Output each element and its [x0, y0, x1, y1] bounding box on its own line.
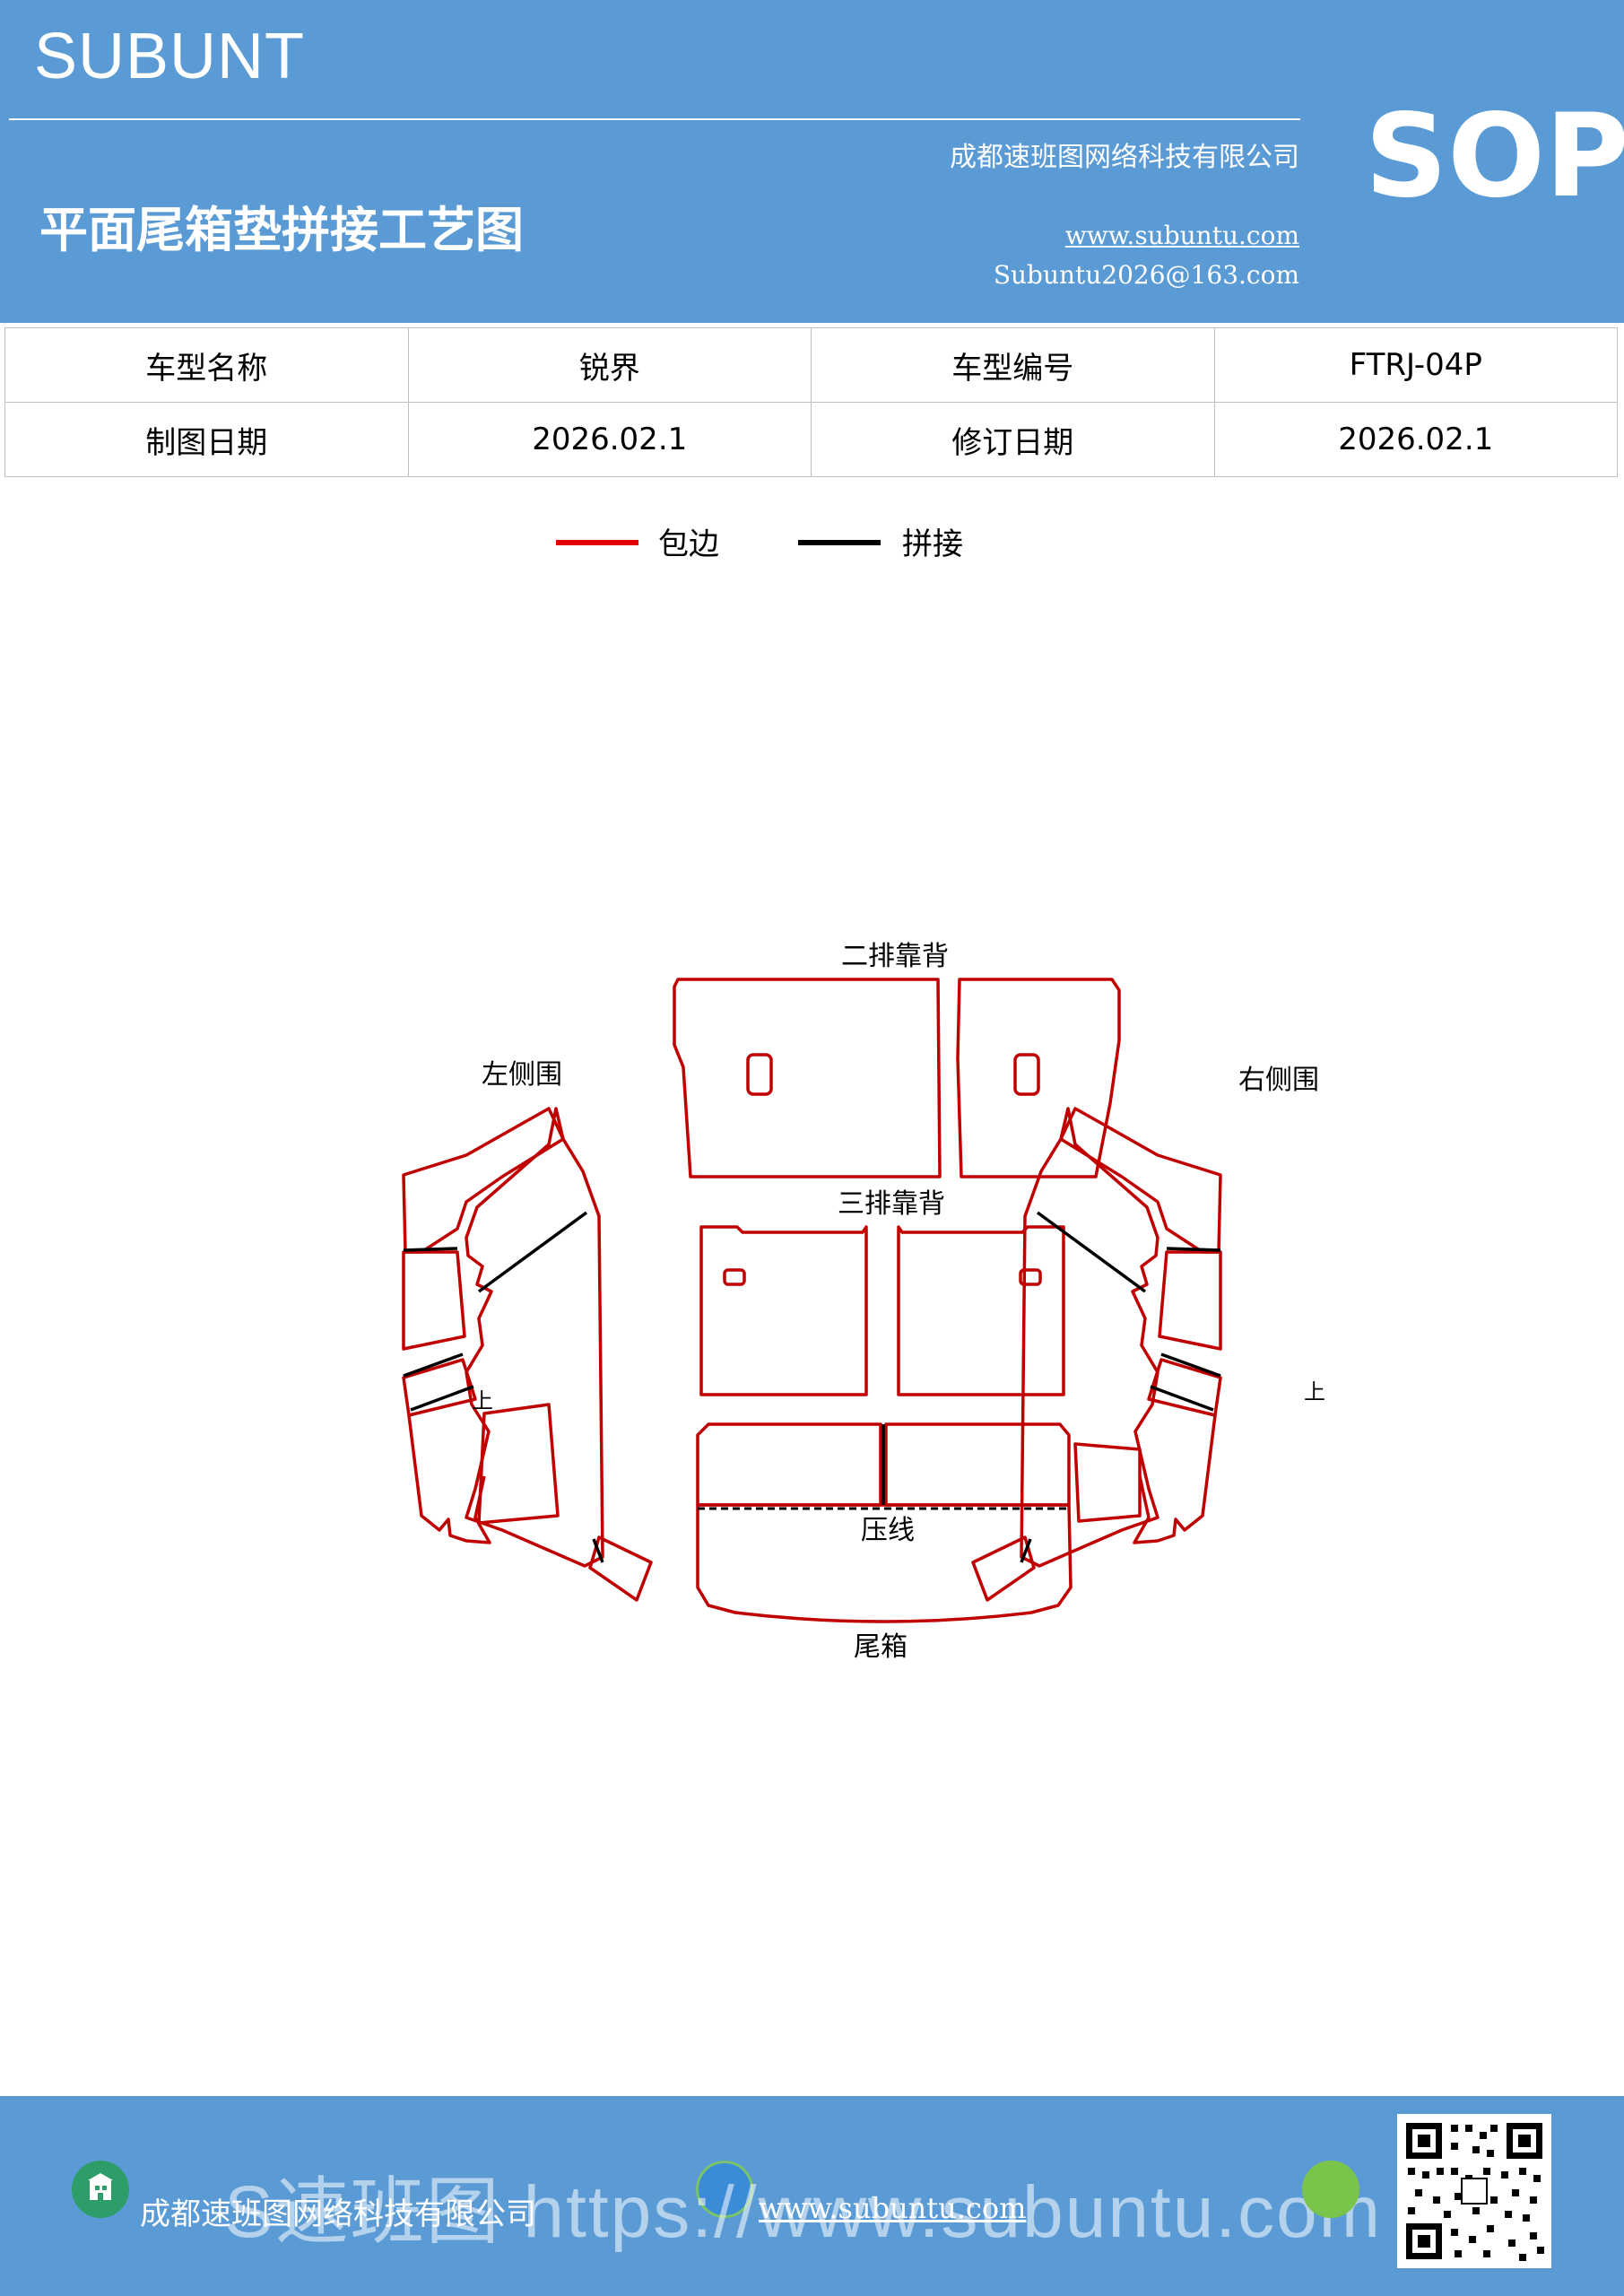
document-title: 平面尾箱垫拼接工艺图 [39, 202, 524, 258]
building-icon [72, 2161, 129, 2218]
table-cell: 锐界 [407, 327, 812, 403]
company-name: 成都速班图网络科技有限公司 [950, 142, 1299, 173]
table-cell: 车型名称 [4, 327, 409, 403]
table-cell: 2026.02.1 [1213, 402, 1618, 477]
table-cell: FTRJ-04P [1213, 327, 1618, 403]
table-row: 车型名称 锐界 车型编号 FTRJ-04P [4, 327, 1618, 403]
right-side-lower-strip [1158, 1250, 1222, 1351]
label-trunk: 尾箱 [854, 1631, 908, 1663]
second-row-left-slot [746, 1053, 773, 1096]
left-side-window-panel [477, 1403, 560, 1525]
table-cell: 车型编号 [811, 327, 1215, 403]
vehicle-info-table: 车型名称 锐界 车型编号 FTRJ-04P 制图日期 2026.02.1 修订日… [4, 327, 1618, 477]
trunk-floor-panel [696, 1503, 1073, 1623]
legend-edge-swatch [556, 540, 638, 545]
globe-icon [696, 2161, 753, 2218]
table-cell: 修订日期 [811, 402, 1215, 477]
legend: 包边 拼接 [0, 516, 1624, 578]
left-seam-foot [592, 1538, 604, 1563]
header-banner: SUBUNT 平面尾箱垫拼接工艺图 成都速班图网络科技有限公司 www.subu… [0, 0, 1624, 323]
right-seam-foot [1020, 1538, 1032, 1563]
left-side-panel-main [465, 1107, 604, 1568]
table-cell: 2026.02.1 [407, 402, 812, 477]
right-seam-strip [1166, 1247, 1221, 1252]
right-side-upper-strip [1059, 1107, 1222, 1254]
right-seam-lower [1160, 1352, 1221, 1378]
left-side-upper-strip [402, 1107, 565, 1254]
mat-layout-diagram: 二排靠背 三排靠背 左侧围 右侧围 压线 尾箱 上 上 [402, 941, 1325, 1663]
brand-logo-text: SUBUNT [34, 21, 306, 92]
table-row: 制图日期 2026.02.1 修订日期 2026.02.1 [4, 402, 1618, 477]
right-side-foot-flap [971, 1535, 1036, 1602]
left-seam-strip [403, 1247, 458, 1252]
footer-company-name: 成都速班图网络科技有限公司 [140, 2196, 536, 2232]
right-side-window-panel [1073, 1442, 1142, 1523]
trunk-left-panel [696, 1422, 882, 1507]
third-row-left-slot [723, 1268, 746, 1286]
second-row-back-left-panel [673, 978, 942, 1178]
qr-code-icon[interactable] [1397, 2114, 1551, 2268]
label-left-up-mark: 上 [472, 1388, 493, 1413]
trunk-right-panel [884, 1422, 1071, 1507]
legend-edge-label: 包边 [658, 526, 719, 562]
sop-badge: SOP [1365, 90, 1624, 223]
third-row-right-slot [1019, 1268, 1042, 1286]
label-second-row-back: 二排靠背 [841, 941, 949, 972]
label-press-line: 压线 [861, 1515, 915, 1546]
right-seam-upper [1036, 1211, 1147, 1293]
legend-seam-swatch [798, 540, 881, 545]
header-divider [9, 118, 1300, 120]
label-right-up-mark: 上 [1304, 1379, 1325, 1405]
left-seam-upper [477, 1211, 588, 1293]
left-side-bottom-strip [402, 1358, 477, 1417]
right-seam-bottom [1150, 1385, 1214, 1412]
second-row-back-right-panel [956, 978, 1121, 1178]
footer-watermark: S速班图 https://www.subuntu.com [224, 2171, 1383, 2253]
legend-seam-label: 拼接 [902, 526, 963, 562]
left-side-lower-strip [402, 1250, 466, 1351]
left-seam-bottom [410, 1385, 474, 1412]
left-seam-lower [403, 1352, 464, 1378]
website-link[interactable]: www.subuntu.com [1064, 221, 1299, 250]
table-cell: 制图日期 [4, 402, 409, 477]
third-row-back-right-panel [897, 1225, 1065, 1396]
label-third-row-back: 三排靠背 [838, 1188, 945, 1220]
left-side-foot-flap [588, 1535, 653, 1602]
wechat-icon [1302, 2161, 1359, 2218]
footer-website-link[interactable]: www.subuntu.com [759, 2191, 1027, 2225]
footer-banner: 成都速班图网络科技有限公司 www.subuntu.com S速班图 https… [0, 2096, 1624, 2296]
left-side-tail [407, 1414, 491, 1544]
third-row-back-left-panel [699, 1225, 868, 1396]
right-side-tail [1133, 1414, 1217, 1544]
label-left-side: 左侧围 [482, 1059, 562, 1091]
second-row-right-slot [1013, 1053, 1040, 1096]
email-address[interactable]: Subuntu2026@163.com [993, 260, 1299, 290]
right-side-bottom-strip [1147, 1358, 1222, 1417]
label-right-side: 右侧围 [1238, 1065, 1319, 1096]
